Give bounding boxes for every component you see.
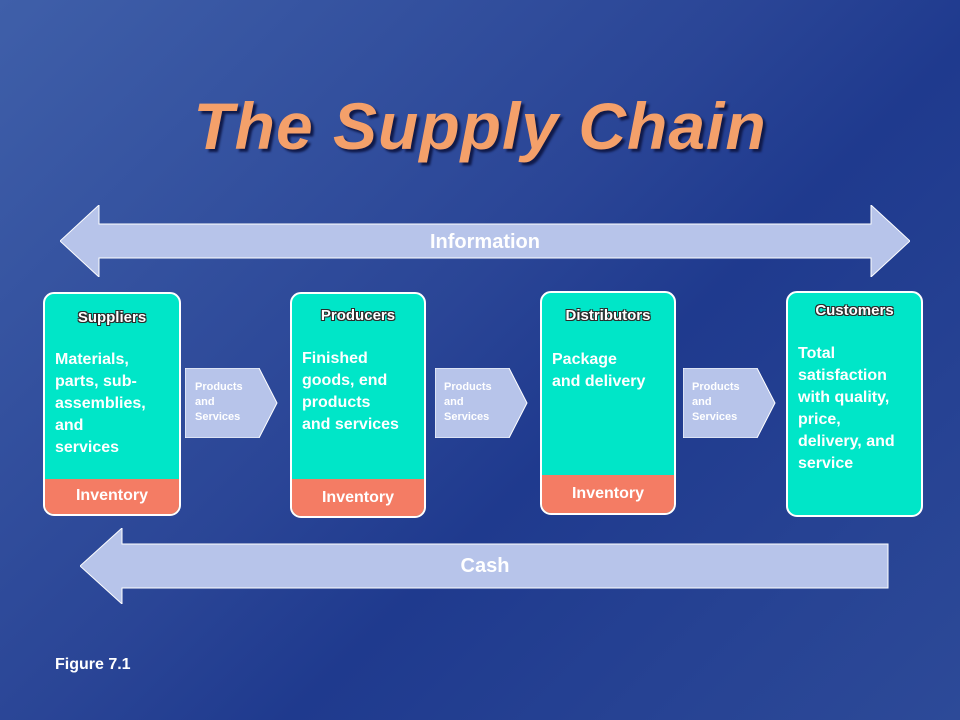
cash-arrow bbox=[80, 528, 889, 604]
producers-card: Producers Finished goods, end products a… bbox=[290, 292, 426, 518]
customers-card: Customers Total satisfaction with qualit… bbox=[786, 291, 923, 517]
suppliers-line: parts, sub- bbox=[55, 373, 137, 390]
distributors-header: Distributors bbox=[565, 307, 651, 324]
distributors-card: Distributors Package and delivery Invent… bbox=[540, 291, 676, 515]
producers-header: Producers bbox=[320, 307, 396, 324]
suppliers-line: Materials, bbox=[55, 351, 129, 368]
distributors-inventory: Inventory bbox=[542, 475, 674, 513]
customers-description: Total satisfaction with quality, price, … bbox=[798, 343, 915, 475]
producers-description: Finished goods, end products and service… bbox=[302, 348, 418, 436]
flow-label-1: Products and Services bbox=[195, 381, 243, 423]
flow-label-2: Products and Services bbox=[444, 381, 492, 423]
flow-label-3: Products and Services bbox=[692, 381, 740, 423]
slide-title: The Supply Chain bbox=[193, 89, 767, 163]
suppliers-line: services bbox=[55, 439, 120, 456]
customers-line: Total bbox=[798, 345, 836, 362]
customers-header: Customers bbox=[815, 302, 894, 319]
information-arrow bbox=[60, 205, 910, 277]
suppliers-line: assemblies, bbox=[55, 395, 146, 412]
flow-arrow-2 bbox=[435, 368, 528, 438]
distributors-line: Package bbox=[552, 351, 617, 368]
producers-line: goods, end bbox=[302, 372, 388, 389]
distributors-description: Package and delivery bbox=[552, 349, 668, 393]
customers-line: delivery, and bbox=[798, 433, 895, 450]
information-label: Information bbox=[430, 231, 540, 253]
flow-arrow-1 bbox=[185, 368, 278, 438]
suppliers-inventory: Inventory bbox=[45, 479, 179, 514]
producers-line: Finished bbox=[302, 350, 368, 367]
suppliers-card: Suppliers Materials, parts, sub- assembl… bbox=[43, 292, 181, 516]
customers-line: price, bbox=[798, 411, 841, 428]
customers-line: service bbox=[798, 455, 854, 472]
customers-line: satisfaction bbox=[798, 367, 887, 384]
producers-line: products bbox=[302, 394, 371, 411]
producers-line: and services bbox=[302, 416, 399, 433]
flow-arrow-3 bbox=[683, 368, 776, 438]
suppliers-line: and bbox=[55, 417, 84, 434]
distributors-line: and delivery bbox=[552, 373, 646, 390]
suppliers-description: Materials, parts, sub- assemblies, and s… bbox=[55, 349, 173, 459]
cash-label: Cash bbox=[460, 555, 510, 577]
customers-line: with quality, bbox=[798, 389, 890, 406]
producers-inventory: Inventory bbox=[292, 479, 424, 516]
figure-label: Figure 7.1 bbox=[55, 656, 131, 673]
suppliers-header: Suppliers bbox=[77, 309, 147, 326]
